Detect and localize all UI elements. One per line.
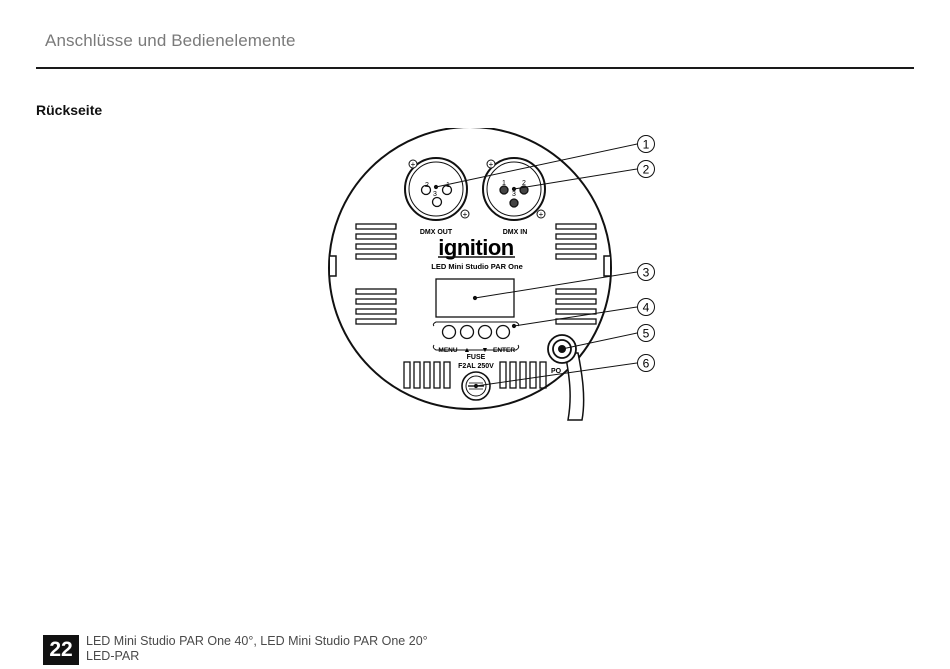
svg-text:4: 4: [643, 301, 650, 315]
callout-5: 5: [637, 324, 655, 342]
dmx-out-label: DMX OUT: [420, 229, 453, 236]
pin-label-2: 2: [425, 182, 429, 189]
fuse-label: FUSE: [467, 354, 486, 361]
enter-label: ENTER: [493, 347, 515, 354]
callout-4: 4: [637, 298, 655, 316]
svg-text:+: +: [539, 210, 544, 219]
svg-text:+: +: [411, 160, 416, 169]
svg-text:1: 1: [643, 138, 650, 152]
footer-product-line: LED Mini Studio PAR One 40°, LED Mini St…: [86, 634, 428, 648]
menu-label: MENU: [438, 347, 457, 354]
housing: [328, 128, 612, 410]
up-arrow-icon: ▲: [464, 347, 471, 354]
svg-text:3: 3: [643, 266, 650, 280]
vent-left-top: [355, 223, 397, 260]
dmx-in-label: DMX IN: [503, 229, 528, 236]
pin-label-3: 3: [512, 191, 516, 198]
fuse-rating-label: F2AL 250V: [458, 363, 494, 370]
svg-text:+: +: [463, 210, 468, 219]
model-label: LED Mini Studio PAR One: [431, 262, 523, 271]
svg-text:5: 5: [643, 327, 650, 341]
vent-bottom-left: [403, 361, 451, 389]
footer-product-code: LED-PAR: [86, 649, 140, 663]
svg-text:2: 2: [643, 163, 650, 177]
callout-6: 6: [637, 354, 655, 372]
svg-text:6: 6: [643, 357, 650, 371]
pin-label-3: 3: [433, 191, 437, 198]
header-divider: [36, 67, 914, 69]
vent-right-bottom: [555, 288, 597, 325]
vent-left-bottom: [355, 288, 397, 325]
enter-button: [495, 324, 511, 340]
menu-button: [441, 324, 457, 340]
brand-logo-text: ignition: [438, 235, 513, 260]
vent-right-top: [555, 223, 597, 260]
pin-label-1: 1: [446, 182, 450, 189]
up-button: [459, 324, 475, 340]
control-buttons: [432, 321, 520, 351]
page-header-title: Anschlüsse und Bedienelemente: [45, 31, 296, 50]
dmx-in-connector: + + 1 2 3: [482, 157, 546, 221]
callout-3: 3: [637, 263, 655, 281]
vent-bottom-right: [499, 361, 547, 389]
power-label: PO: [551, 368, 562, 375]
svg-text:+: +: [489, 160, 494, 169]
down-button: [477, 324, 493, 340]
section-title: Rückseite: [36, 102, 103, 118]
pin-label-2: 2: [522, 180, 526, 187]
callout-1: 1: [637, 135, 655, 153]
down-arrow-icon: ▼: [482, 347, 489, 354]
pin-label-1: 1: [502, 180, 506, 187]
rear-panel-diagram: + + 2 1 3 DMX OUT + + 1 2 3 DMX IN ignit…: [320, 128, 670, 428]
page-number: 22: [43, 635, 79, 665]
callout-leaders: [433, 143, 638, 389]
dmx-out-connector: + + 2 1 3: [404, 157, 470, 221]
callout-2: 2: [637, 160, 655, 178]
display-window: [435, 278, 515, 318]
